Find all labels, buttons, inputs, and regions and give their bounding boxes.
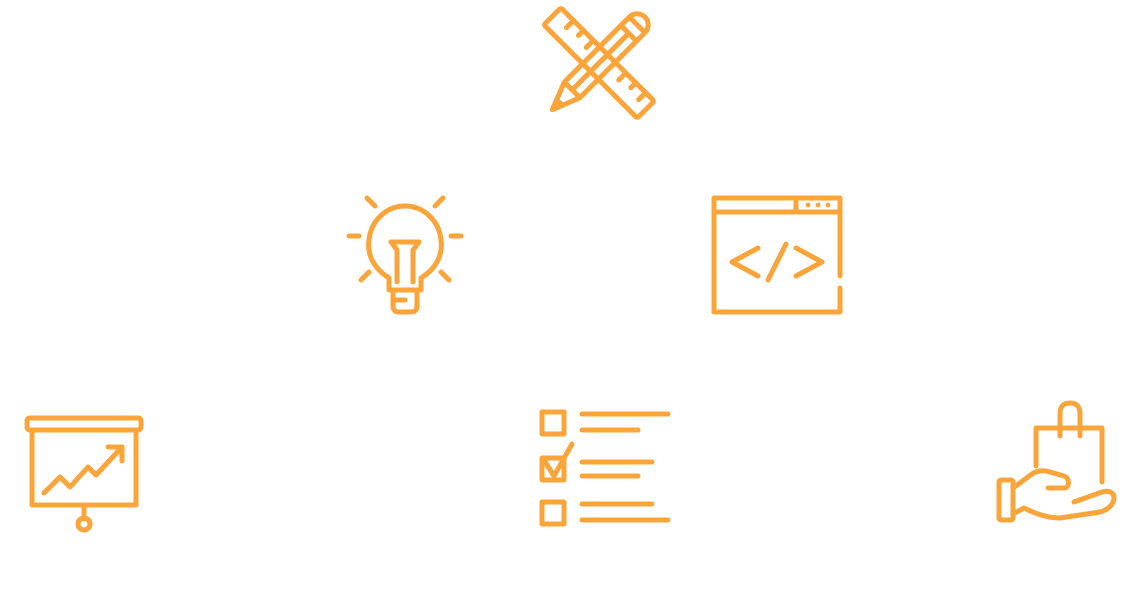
pencil-ruler-icon xyxy=(538,2,660,124)
lightbulb-icon xyxy=(343,190,467,316)
shopping-bag-hand-icon xyxy=(994,400,1122,524)
code-window-icon xyxy=(708,192,846,316)
presentation-chart-icon xyxy=(22,413,146,535)
checklist-icon xyxy=(536,406,674,530)
